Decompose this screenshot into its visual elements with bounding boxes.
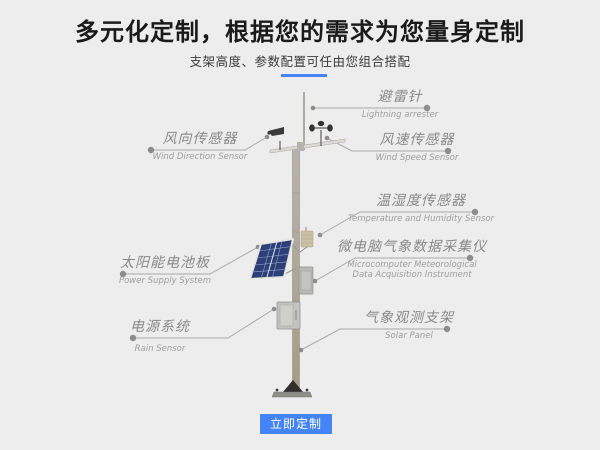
callout-line-power-system [133, 308, 275, 339]
callout-line-observation-bracket [300, 328, 447, 351]
accent-divider [281, 74, 327, 77]
callout-label-en: Power Supply System [118, 276, 212, 286]
callout-label-en: Rain Sensor [134, 344, 186, 354]
page-subtitle: 支架高度、参数配置可任由您组合搭配 [189, 54, 411, 69]
callout-line-temperature-humidity [319, 211, 475, 236]
callout-power-system: 电源系统 Rain Sensor [80, 319, 240, 355]
customize-now-button[interactable]: 立即定制 [260, 414, 332, 434]
page-title: 多元化定制，根据您的需求为您量身定制 [75, 18, 525, 46]
callout-datalogger: 微电脑气象数据采集仪 Microcomputer Meteorological … [332, 239, 492, 280]
mast-pole [292, 147, 300, 395]
station-illustration [249, 92, 346, 398]
callout-lines [123, 107, 475, 351]
callout-solar-panel: 太阳能电池板 Power Supply System [85, 255, 245, 287]
callout-label-zh: 气象观测支架 [364, 310, 454, 326]
callout-line-datalogger [314, 257, 470, 282]
power-box-graphic [276, 301, 301, 330]
callout-label-en: Microcomputer Meteorological Data Acquis… [347, 260, 477, 280]
callout-lightning-arrester: 避雷针 Lightning arrester [330, 89, 470, 121]
callout-label-en: Solar Panel [385, 331, 433, 341]
callout-label-zh: 微电脑气象数据采集仪 [337, 239, 487, 255]
callout-label-zh: 太阳能电池板 [120, 255, 210, 271]
base-plate-graphic [271, 380, 313, 398]
callout-label-en: Lightning arrester [361, 110, 439, 120]
callout-observation-bracket: 气象观测支架 Solar Panel [329, 310, 489, 342]
wind-speed-sensor-graphic [309, 120, 333, 146]
callout-label-en: Wind Direction Sensor [152, 152, 248, 162]
crossarm [269, 138, 346, 154]
wind-direction-sensor-graphic [267, 127, 284, 150]
temperature-humidity-sensor-graphic [299, 227, 314, 253]
solar-panel-graphic [249, 238, 298, 280]
crossarm-mount [297, 142, 304, 151]
callout-label-zh: 避雷针 [377, 89, 423, 105]
callout-line-solar-panel [123, 246, 259, 275]
callout-line-wind-direction [151, 136, 268, 151]
pole-joints [292, 192, 300, 301]
callout-label-zh: 温湿度传感器 [376, 193, 466, 209]
callout-wind-speed: 风速传感器 Wind Speed Sensor [337, 132, 497, 164]
callout-wind-direction: 风向传感器 Wind Direction Sensor [120, 131, 280, 163]
callout-temperature-humidity: 温湿度传感器 Temperature and Humidity Sensor [331, 193, 511, 225]
callout-dots [119, 104, 479, 353]
callout-label-en: Wind Speed Sensor [375, 153, 459, 163]
callout-label-zh: 电源系统 [130, 319, 190, 335]
callout-label-en: Temperature and Humidity Sensor [347, 214, 495, 224]
datalogger-box-graphic [298, 266, 314, 295]
callout-label-zh: 风向传感器 [162, 131, 238, 147]
callout-label-zh: 风速传感器 [379, 132, 455, 148]
